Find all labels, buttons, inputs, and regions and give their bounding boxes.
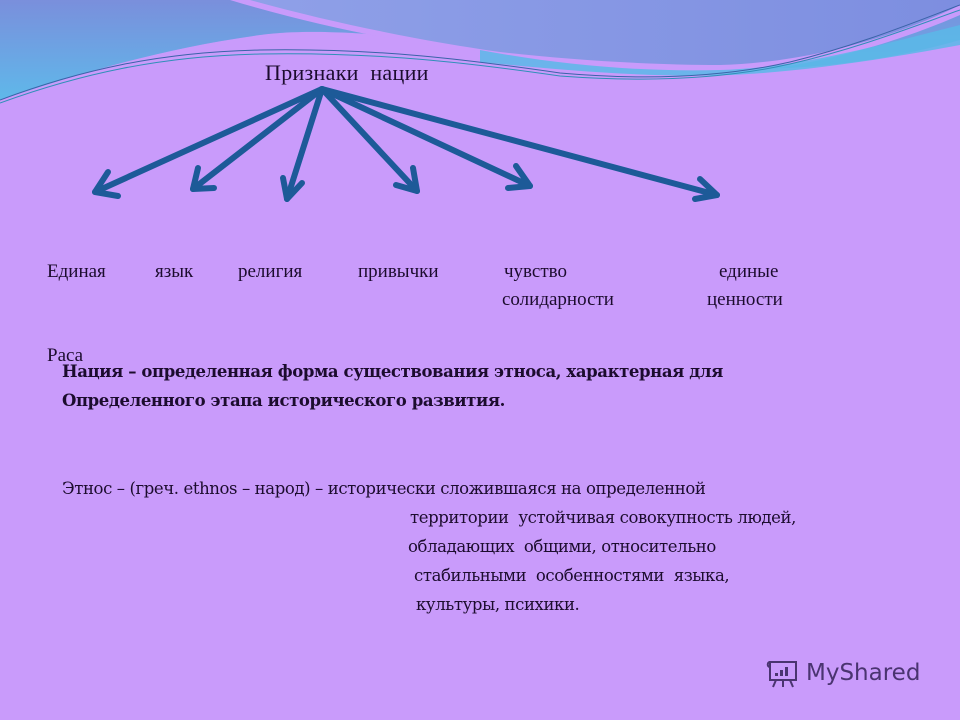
feature-values-line2: ценности (707, 230, 783, 342)
feature-label: религия (238, 261, 303, 282)
ethnos-definition-line: обладающих общими, относительно (408, 537, 716, 556)
feature-label: солидарности (502, 289, 614, 310)
myshared-watermark: MyShared (766, 656, 920, 690)
feature-label: чувство (504, 261, 567, 282)
arrow-to-race (92, 86, 325, 199)
diagram-title: Признаки нации (265, 60, 429, 85)
ethnos-definition-line: территории устойчивая совокупность людей… (410, 508, 796, 527)
feature-label: Раса (47, 345, 84, 366)
feature-values: единые (719, 202, 778, 314)
header-wave-decoration (0, 0, 960, 130)
feature-label: единые (719, 261, 779, 282)
feature-label: Единая (47, 261, 106, 282)
nation-definition: Нация – определенная форма существования… (62, 357, 932, 415)
ethnos-definition-line: культуры, психики. (416, 595, 580, 614)
arrow-to-language (190, 86, 325, 192)
nation-definition-line: Нация – определенная форма существования… (62, 362, 723, 381)
watermark-label: MyShared (806, 660, 921, 686)
feature-label: ценности (707, 289, 783, 310)
feature-race: Единая Раса (47, 202, 106, 398)
presentation-board-icon (766, 661, 797, 688)
feature-label: привычки (358, 261, 439, 282)
ethnos-definition-line: стабильными особенностями языка, (414, 566, 730, 585)
feature-habits: привычки (358, 202, 439, 314)
feature-solidarity-line2: солидарности (502, 230, 614, 342)
feature-language: язык (155, 202, 193, 314)
feature-label: язык (155, 261, 194, 282)
ethnos-definition-line: Этнос – (греч. ethnos – народ) – историч… (62, 479, 706, 498)
feature-religion: религия (238, 202, 302, 314)
feature-solidarity: чувство (504, 202, 567, 314)
feature-arrows (92, 86, 720, 202)
arrow-to-habits (319, 86, 420, 194)
nation-definition-line: Определенного этапа исторического развит… (62, 391, 505, 410)
arrow-to-solidarity (319, 86, 533, 191)
arrow-to-values (319, 86, 720, 202)
arrow-to-religion (280, 86, 325, 202)
